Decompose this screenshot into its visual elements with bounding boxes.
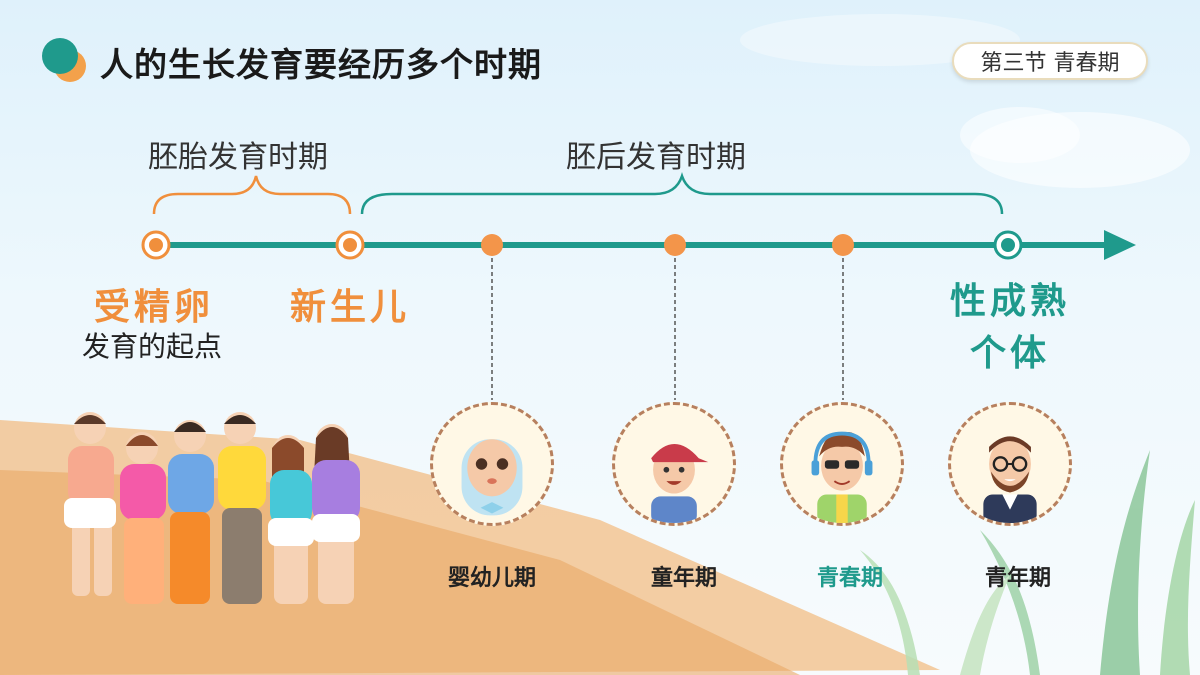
milestone-mature-line1: 性成熟 [949, 281, 1070, 322]
stage-label-young-adult: 青年期 [984, 566, 1051, 591]
stage-label-childhood: 童年期 [650, 566, 717, 591]
title-bullet-icon [42, 38, 86, 82]
node-childhood [664, 234, 686, 256]
stage-label-adolescence: 青春期 [816, 566, 883, 591]
embryonic-brace [152, 175, 352, 215]
youth-group-illustration [64, 412, 360, 604]
baby-icon [430, 402, 554, 526]
plant-decoration [860, 450, 1195, 675]
embryonic-period-label: 胚胎发育时期 [148, 140, 328, 175]
node-mature [993, 230, 1023, 260]
milestone-newborn: 新生儿 [290, 287, 411, 328]
postembryonic-brace [360, 172, 1004, 215]
node-adolescence [832, 234, 854, 256]
section-badge: 第三节 青春期 [952, 42, 1148, 80]
child-icon [612, 402, 736, 526]
teenager-icon [780, 402, 904, 526]
postembryonic-period-label: 胚后发育时期 [566, 140, 746, 175]
milestone-mature: 性成熟 个体 [940, 276, 1080, 380]
node-infant [481, 234, 503, 256]
page-title: 人的生长发育要经历多个时期 [100, 45, 542, 84]
milestone-mature-line2: 个体 [969, 333, 1050, 374]
timeline-arrow-icon [1104, 230, 1136, 260]
node-fertilized-egg [141, 230, 171, 260]
milestone-fertilized-egg: 受精卵 [94, 287, 215, 328]
node-newborn [335, 230, 365, 260]
stage-label-infant: 婴幼儿期 [447, 566, 536, 591]
milestone-start-note: 发育的起点 [82, 330, 223, 363]
young-adult-icon [948, 402, 1072, 526]
